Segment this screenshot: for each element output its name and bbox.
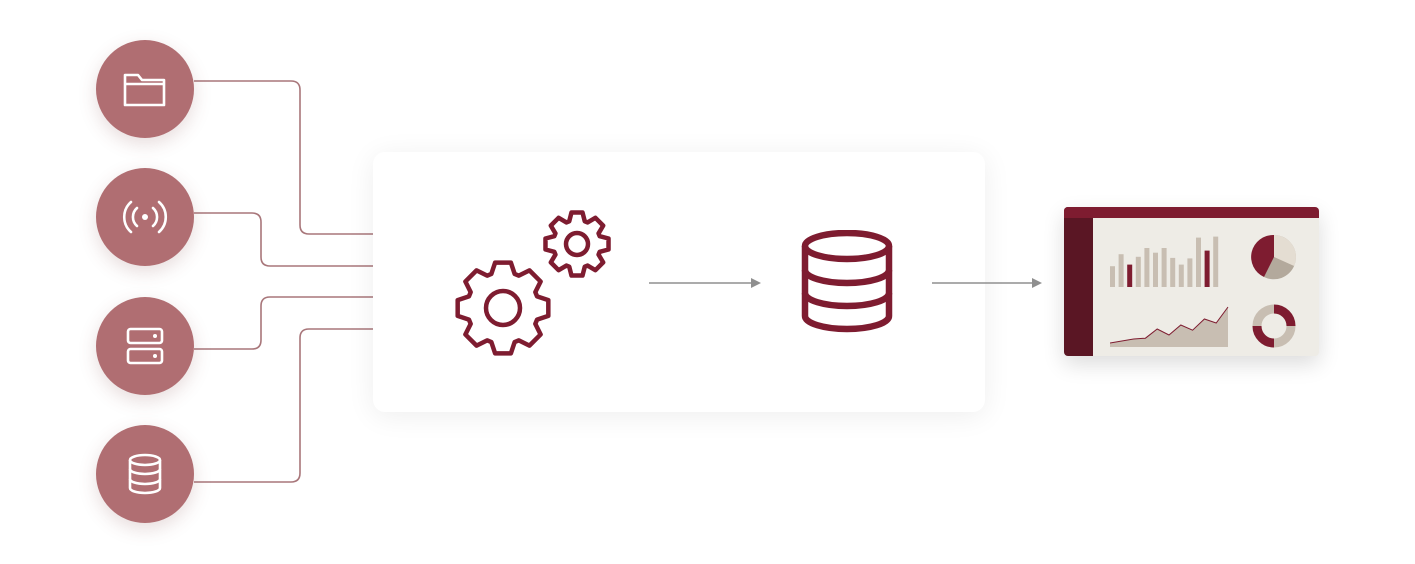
dashboard-bar	[1127, 264, 1133, 287]
database-icon	[128, 453, 162, 495]
connector-streaming	[194, 212, 373, 267]
dashboard-pie-chart	[1251, 234, 1296, 280]
dashboard-topbar	[1064, 207, 1319, 218]
arrow-to-storage	[649, 278, 761, 288]
dashboard-bar	[1135, 256, 1141, 287]
connector-databases	[194, 328, 373, 483]
dashboard-area-fill	[1110, 307, 1228, 347]
connector-servers	[194, 296, 373, 350]
dashboard-icon	[1064, 207, 1319, 356]
dashboard-bar	[1196, 237, 1201, 287]
dashboard-bar	[1187, 258, 1193, 287]
broadcast-icon	[122, 200, 168, 234]
small-gear	[543, 210, 611, 278]
connector-files	[194, 80, 373, 235]
dashboard-sidebar	[1064, 207, 1093, 356]
dashboard-bar	[1110, 266, 1115, 287]
gears-icon	[455, 210, 611, 356]
source-streaming	[96, 168, 194, 266]
dashboard-bar	[1153, 252, 1158, 287]
dashboard-area-chart	[1110, 306, 1229, 347]
source-files	[96, 40, 194, 138]
dashboard-bar	[1118, 254, 1124, 287]
source-databases	[96, 425, 194, 523]
server-icon	[126, 327, 164, 365]
dashboard-bar	[1161, 248, 1167, 287]
dashboard-bar	[1170, 257, 1176, 287]
dashboard-donut-chart	[1252, 304, 1296, 348]
folder-icon	[123, 73, 166, 107]
dashboard-bar	[1178, 264, 1184, 287]
large-gear	[455, 260, 551, 356]
dashboard-bar	[1144, 248, 1150, 287]
dashboard-bar	[1213, 236, 1219, 287]
source-servers	[96, 297, 194, 395]
dashboard-area-line	[1110, 306, 1229, 344]
dashboard-bar	[1204, 250, 1210, 287]
arrow-to-dashboard	[932, 278, 1042, 288]
database-icon	[801, 230, 893, 333]
processing-card	[373, 152, 1042, 412]
dashboard-bar-chart	[1110, 236, 1219, 287]
